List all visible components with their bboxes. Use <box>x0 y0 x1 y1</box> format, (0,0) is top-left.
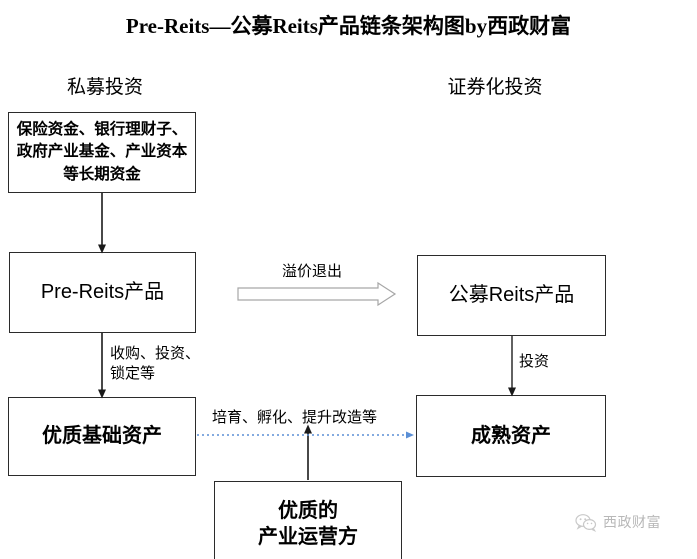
wechat-icon <box>575 513 597 532</box>
edge-label-acquire-line2: 锁定等 <box>110 366 156 383</box>
node-public-reits-product-label: 公募Reits产品 <box>448 284 575 307</box>
watermark-text: 西政财富 <box>603 514 661 530</box>
node-mature-asset[interactable]: 成熟资产 <box>416 395 606 477</box>
block-arrow-premium-exit <box>237 281 397 307</box>
node-quality-operator-label: 优质的 产业运营方 <box>258 498 358 550</box>
node-quality-operator-line2: 产业运营方 <box>258 526 358 548</box>
node-quality-base-asset[interactable]: 优质基础资产 <box>8 397 196 476</box>
edge-label-acquire: 收购、投资、 锁定等 <box>110 344 200 385</box>
edge-label-cultivate: 培育、孵化、提升改造等 <box>212 410 378 426</box>
node-quality-operator[interactable]: 优质的 产业运营方 <box>214 481 402 559</box>
edge-label-premium-exit: 溢价退出 <box>282 264 343 280</box>
edge-label-invest: 投资 <box>519 354 550 370</box>
column-header-private-investment: 私募投资 <box>66 77 143 98</box>
node-quality-operator-line1: 优质的 <box>278 500 338 522</box>
watermark: 西政财富 <box>575 512 661 532</box>
node-public-reits-product[interactable]: 公募Reits产品 <box>417 255 606 336</box>
node-funding-sources-label: 保险资金、银行理财子、政府产业基金、产业资本等长期资金 <box>16 120 188 183</box>
node-funding-sources[interactable]: 保险资金、银行理财子、政府产业基金、产业资本等长期资金 <box>8 112 196 193</box>
node-pre-reits-product-label: Pre-Reits产品 <box>40 281 165 304</box>
edge-label-acquire-line1: 收购、投资、 <box>110 346 201 362</box>
column-header-securitized-investment: 证券化投资 <box>447 77 543 98</box>
page-title: Pre-Reits—公募Reits产品链条架构图by西政财富 <box>125 14 572 38</box>
node-quality-base-asset-label: 优质基础资产 <box>42 425 162 448</box>
node-pre-reits-product[interactable]: Pre-Reits产品 <box>9 252 196 333</box>
node-mature-asset-label: 成熟资产 <box>471 424 551 447</box>
